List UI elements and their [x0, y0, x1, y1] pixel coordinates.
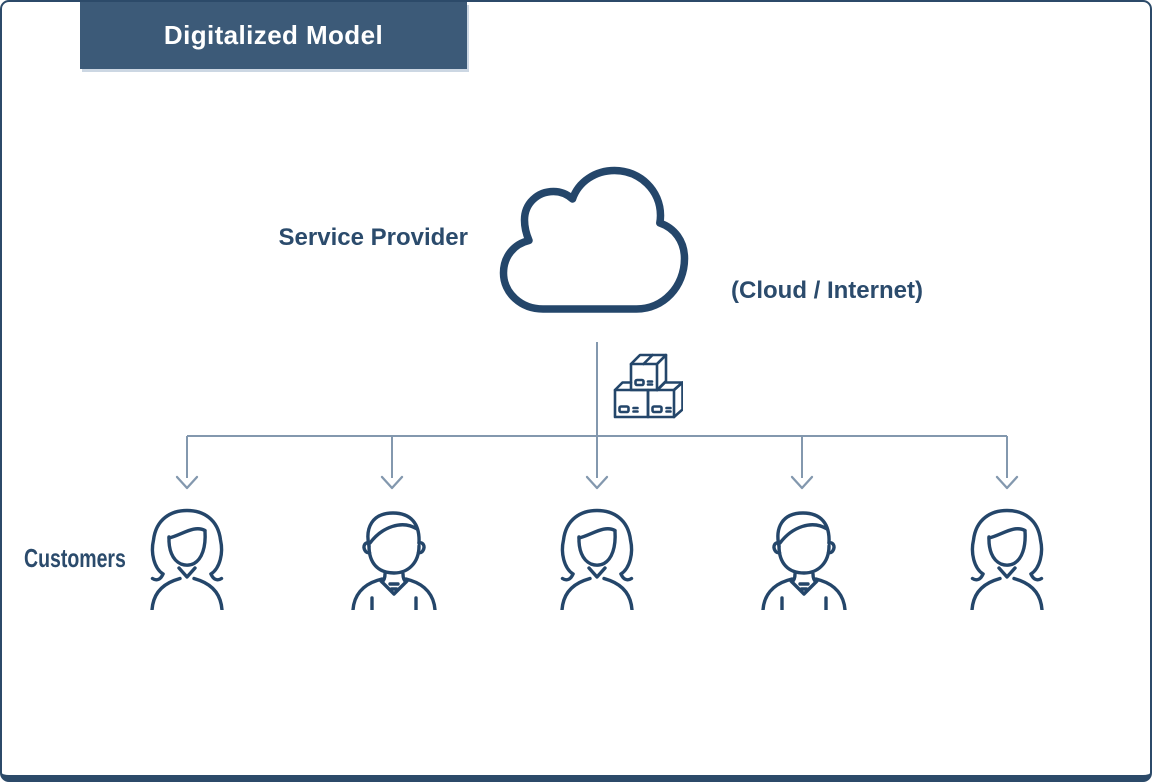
- service-provider-label: Service Provider: [278, 224, 468, 251]
- page-title: Digitalized Model: [163, 20, 384, 50]
- woman-user-icon: [965, 506, 1049, 610]
- cloud-internet-label: (Cloud / Internet): [731, 277, 923, 304]
- woman-user-icon: [555, 506, 639, 610]
- man-user-icon: [752, 506, 852, 610]
- customers-label: Customers: [24, 543, 126, 573]
- title-banner: Digitalized Model: [80, 2, 467, 69]
- man-user-icon: [342, 506, 442, 610]
- woman-user-icon: [145, 506, 229, 610]
